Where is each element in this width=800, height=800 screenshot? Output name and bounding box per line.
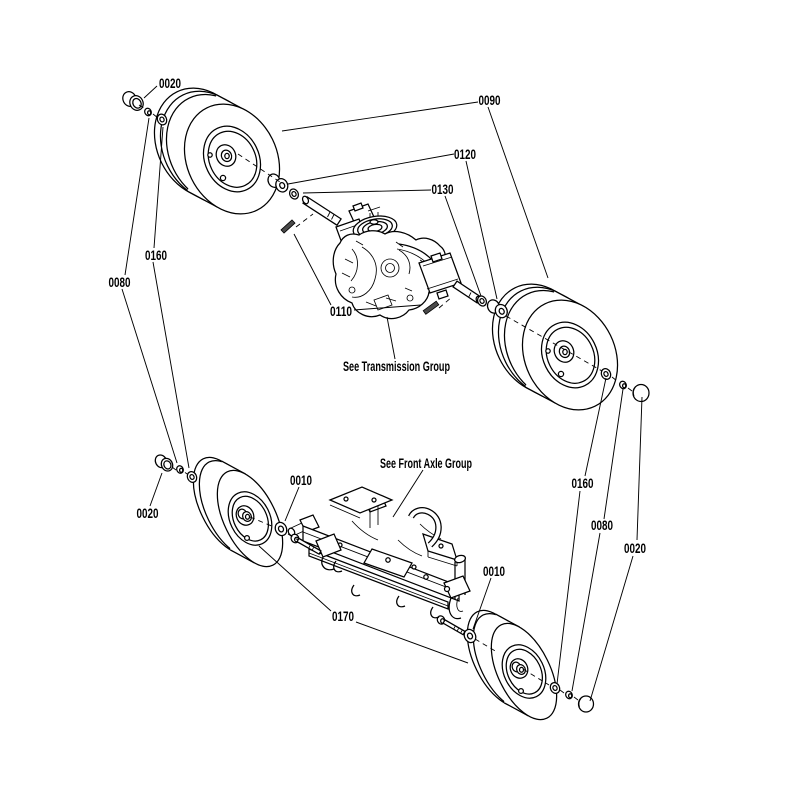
axle-nut-rear-right (619, 380, 627, 390)
note-see-transmission-group: See Transmission Group (343, 359, 450, 374)
callout-0020-right: 0020 (624, 541, 646, 556)
axle-mount-plate-left (328, 486, 394, 514)
note-see-front-axle-group: See Front Axle Group (380, 456, 472, 471)
leader-0160-right (556, 377, 607, 685)
callout-0010-left: 0010 (290, 473, 312, 488)
leader-0080-left (121, 117, 178, 464)
axle-spacer-right (486, 299, 508, 319)
spindle-right (443, 575, 471, 599)
leader-lines (121, 85, 643, 702)
callout-0020-front-left: 0020 (137, 506, 159, 521)
front-right-wheel (453, 599, 571, 731)
callout-0020-rear-left: 0020 (159, 76, 181, 91)
axle-nut-front-right (565, 690, 573, 700)
callout-0160-right: 0160 (572, 476, 594, 491)
thrust-washer-left (288, 188, 300, 200)
axle-washer-front-right (549, 682, 561, 694)
leader-0110 (293, 233, 422, 311)
spindle-washer-front-right (463, 628, 477, 644)
leader-0160-left (152, 126, 190, 469)
transaxle-assembly (301, 195, 483, 320)
spindle-washer-front-left (274, 521, 288, 537)
callout-0160-left: 0160 (145, 248, 167, 263)
leader-0020-right (589, 396, 643, 702)
rear-right-wheel (473, 267, 637, 427)
hub-cap-rear-right (632, 383, 650, 403)
leader-0010-right (472, 577, 492, 630)
callout-0080-left: 0080 (109, 275, 131, 290)
roll-pin-right (422, 300, 440, 315)
spindle-bolt-right (442, 619, 466, 636)
roll-pin-left (280, 219, 296, 234)
leader-0130 (302, 189, 482, 297)
callout-0080-right: 0080 (591, 518, 613, 533)
callout-0130: 0130 (432, 182, 454, 197)
thrust-washer-right (476, 295, 488, 307)
callout-0110: 0110 (330, 304, 352, 319)
rear-left-wheel (135, 71, 299, 231)
axle-washer-rear-right (600, 368, 612, 380)
leader-0120 (287, 153, 498, 300)
hub-cap-front-right (577, 695, 595, 713)
callout-0120: 0120 (454, 147, 476, 162)
axle-spacer-left (267, 173, 289, 193)
leader-0090 (281, 101, 549, 279)
callout-0170: 0170 (332, 609, 354, 624)
front-axle-assembly (287, 486, 471, 636)
axle-washer-rear-left (156, 113, 168, 126)
leader-0170 (258, 545, 469, 664)
leader-front-axle-note (392, 469, 424, 518)
leader-0020-rear-left (143, 85, 158, 99)
front-left-wheel (179, 446, 297, 578)
callout-0010-right: 0010 (483, 564, 505, 579)
hub-cap-rear-left (122, 91, 144, 111)
axis-centerlines (138, 104, 633, 701)
axle-nut-rear-left (144, 107, 152, 117)
spindle-bolt-left (296, 537, 322, 556)
callout-0090: 0090 (479, 93, 501, 108)
hub-cap-front-left (154, 454, 174, 472)
leader-transmission-note (386, 316, 396, 360)
leader-0080-right (571, 388, 624, 692)
axle-nut-front-left (176, 465, 184, 474)
leader-0020-front-left (149, 472, 163, 507)
leader-0010-left (284, 486, 300, 522)
axle-washer-front-left (186, 471, 198, 483)
